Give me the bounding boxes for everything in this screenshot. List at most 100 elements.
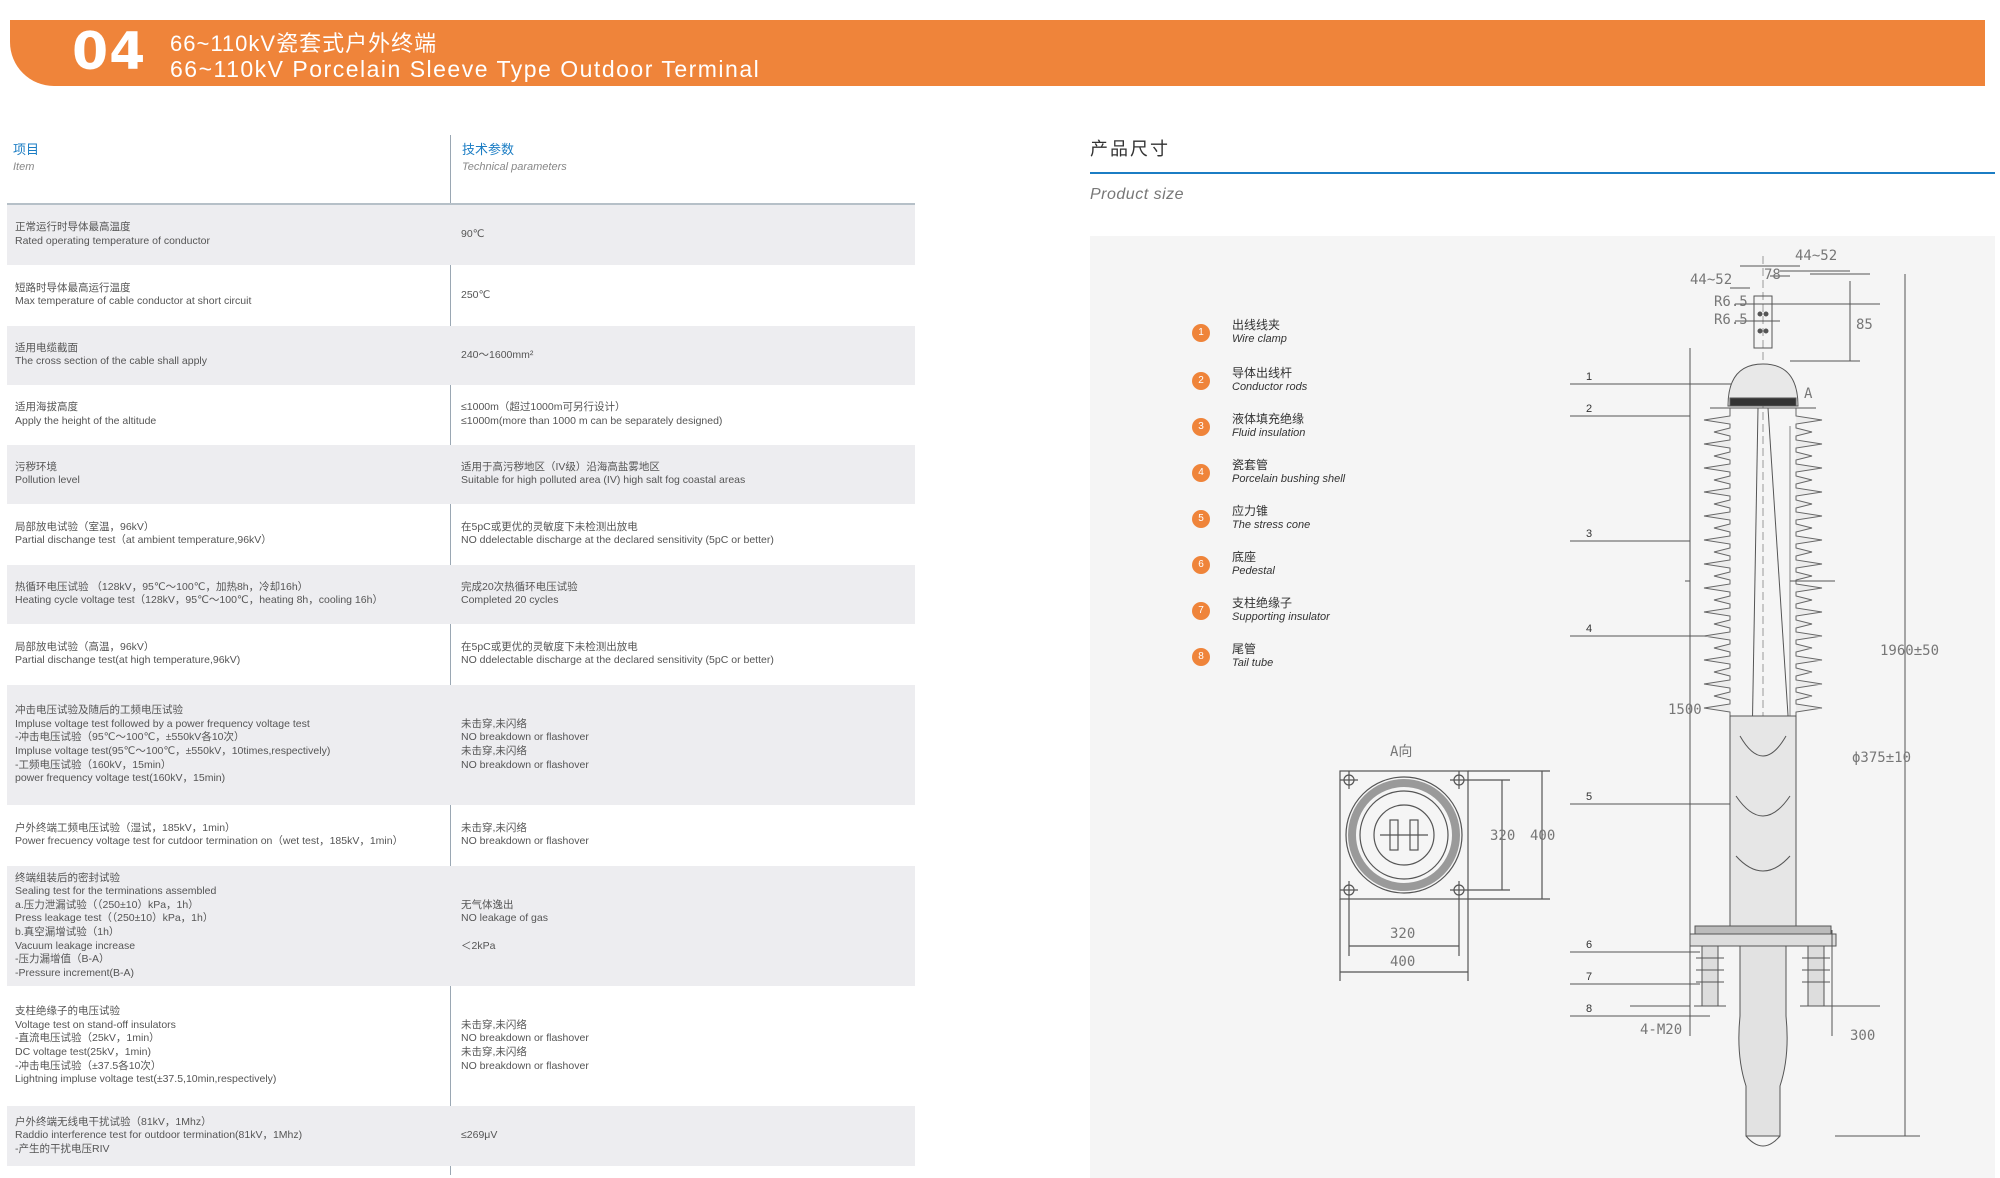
item-line: Max temperature of cable conductor at sh… <box>15 295 252 308</box>
flange-top-view <box>1339 770 1550 981</box>
item-line: 适用海拔高度 <box>15 401 78 414</box>
legend-number-badge: 7 <box>1192 602 1210 620</box>
param-line: ≤1000m（超过1000m可另行设计） <box>461 401 626 414</box>
item-line: 户外终端无线电干扰试验（81kV，1Mhz） <box>15 1115 212 1128</box>
item-line: 热循环电压试验 （128kV，95℃～100℃，加热8h，冷却16h） <box>15 580 309 593</box>
item-line: Vacuum leakage increase <box>15 939 136 952</box>
legend-label-cn: 液体填充绝缘 <box>1232 412 1305 426</box>
item-line: 终端组装后的密封试验 <box>15 871 120 884</box>
item-line: 正常运行时导体最高温度 <box>15 221 131 234</box>
dim-400-vertical: 400 <box>1530 828 1555 844</box>
legend-label-cn: 瓷套管 <box>1232 458 1269 472</box>
legend-label-en: Porcelain bushing shell <box>1232 473 1346 485</box>
param-line: 未击穿,未闪络 <box>461 717 527 730</box>
column-header-param: 技术参数 Technical parameters <box>462 139 567 173</box>
dim-78: 78 <box>1764 267 1781 283</box>
item-line: -冲击电压试验（±37.5各10次） <box>15 1059 162 1072</box>
param-line: 适用于高污秽地区（IV级）沿海高盐雾地区 <box>461 460 660 473</box>
terminal-side-view <box>1630 256 1920 1147</box>
param-line: 未击穿,未闪络 <box>461 1018 527 1031</box>
legend-number-badge: 2 <box>1192 372 1210 390</box>
item-line: Partial dischange test(at high temperatu… <box>15 654 241 667</box>
item-line: 局部放电试验（高温，96kV） <box>15 640 155 653</box>
dim-44-52-left: 44~52 <box>1690 272 1732 288</box>
item-cell: 局部放电试验（室温，96kV）Partial dischange test（at… <box>15 521 435 548</box>
legend-number-badge: 4 <box>1192 464 1210 482</box>
legend-number-badge: 5 <box>1192 510 1210 528</box>
item-line: 冲击电压试验及随后的工频电压试验 <box>15 704 183 717</box>
item-line: -压力漏增值（B-A） <box>15 953 110 966</box>
item-line: -冲击电压试验（95℃～100℃，±550kV各10次） <box>15 731 245 744</box>
item-line: Sealing test for the terminations assemb… <box>15 885 217 898</box>
param-line: ≤269μV <box>461 1129 498 1142</box>
param-line <box>461 926 911 940</box>
page-header-banner: 04 66~110kV瓷套式户外终端 66~110kV Porcelain Sl… <box>10 20 1985 86</box>
item-line: Apply the height of the altitude <box>15 414 157 427</box>
param-line: 无气体逸出 <box>461 898 514 911</box>
item-line: -工频电压试验（160kV，15min） <box>15 758 172 771</box>
param-line: Suitable for high polluted area (IV) hig… <box>461 474 746 487</box>
param-line: NO ddelectable discharge at the declared… <box>461 534 774 547</box>
product-size-title-en: Product size <box>1090 186 1185 203</box>
item-line: 户外终端工频电压试验（湿试，185kV，1min） <box>15 821 236 834</box>
item-line: 局部放电试验（室温，96kV） <box>15 520 155 533</box>
item-cell: 热循环电压试验 （128kV，95℃～100℃，加热8h，冷却16h）Heati… <box>15 581 435 608</box>
dim-1500: 1500 <box>1668 702 1702 718</box>
item-cell: 户外终端工频电压试验（湿试，185kV，1min）Power frecuency… <box>15 822 435 849</box>
param-line: NO breakdown or flashover <box>461 1059 589 1072</box>
param-line: 240～1600mm² <box>461 348 534 361</box>
item-line: The cross section of the cable shall app… <box>15 355 208 368</box>
item-line: Impluse voltage test followed by a power… <box>15 717 310 730</box>
param-line: NO breakdown or flashover <box>461 835 589 848</box>
legend-label-en: Tail tube <box>1232 657 1274 669</box>
item-line: a.压力泄漏试验（（250±10）kPa，1h） <box>15 898 199 911</box>
item-line: Raddio interference test for outdoor ter… <box>15 1129 303 1142</box>
table-row: 局部放电试验（室温，96kV）Partial dischange test（at… <box>7 504 915 565</box>
column-header-item: 项目 Item <box>13 139 39 173</box>
legend-label-en: Conductor rods <box>1232 381 1308 393</box>
table-row: 局部放电试验（高温，96kV）Partial dischange test(at… <box>7 624 915 685</box>
param-line: NO breakdown or flashover <box>461 758 589 771</box>
param-line: 在5pC或更优的灵敏度下未检测出放电 <box>461 640 638 653</box>
item-cell: 局部放电试验（高温，96kV）Partial dischange test(at… <box>15 641 435 668</box>
param-cell: 90℃ <box>461 228 911 242</box>
callout-leaders <box>1570 383 1740 1017</box>
section-title-cn: 66~110kV瓷套式户外终端 <box>170 31 438 56</box>
legend-label-cn: 导体出线杆 <box>1232 366 1293 380</box>
item-line: Power frecuency voltage test for cutdoor… <box>15 835 404 848</box>
table-row: 热循环电压试验 （128kV，95℃～100℃，加热8h，冷却16h）Heati… <box>7 565 915 624</box>
param-line: ＜2kPa <box>461 939 496 952</box>
dim-44-52-top: 44~52 <box>1795 248 1837 264</box>
param-line: 250℃ <box>461 288 491 301</box>
legend-number-badge: 1 <box>1192 324 1210 342</box>
table-row: 户外终端工频电压试验（湿试，185kV，1min）Power frecuency… <box>7 805 915 866</box>
dim-320-horizontal: 320 <box>1390 926 1415 942</box>
legend-label-cn: 出线线夹 <box>1232 318 1281 332</box>
dim-1960: 1960±50 <box>1880 643 1939 659</box>
section-title-en: 66~110kV Porcelain Sleeve Type Outdoor T… <box>170 56 761 82</box>
param-line: NO ddelectable discharge at the declared… <box>461 654 774 667</box>
param-line: ≤1000m(more than 1000 m can be separatel… <box>461 414 723 427</box>
item-line: DC voltage test(25kV，1min) <box>15 1045 151 1058</box>
param-line: NO breakdown or flashover <box>461 1032 589 1045</box>
param-cell: 250℃ <box>461 289 911 303</box>
legend-number-badge: 6 <box>1192 556 1210 574</box>
param-cell: ≤1000m（超过1000m可另行设计）≤1000m(more than 100… <box>461 401 911 428</box>
item-line: Press leakage test（（250±10）kPa，1h） <box>15 912 214 925</box>
